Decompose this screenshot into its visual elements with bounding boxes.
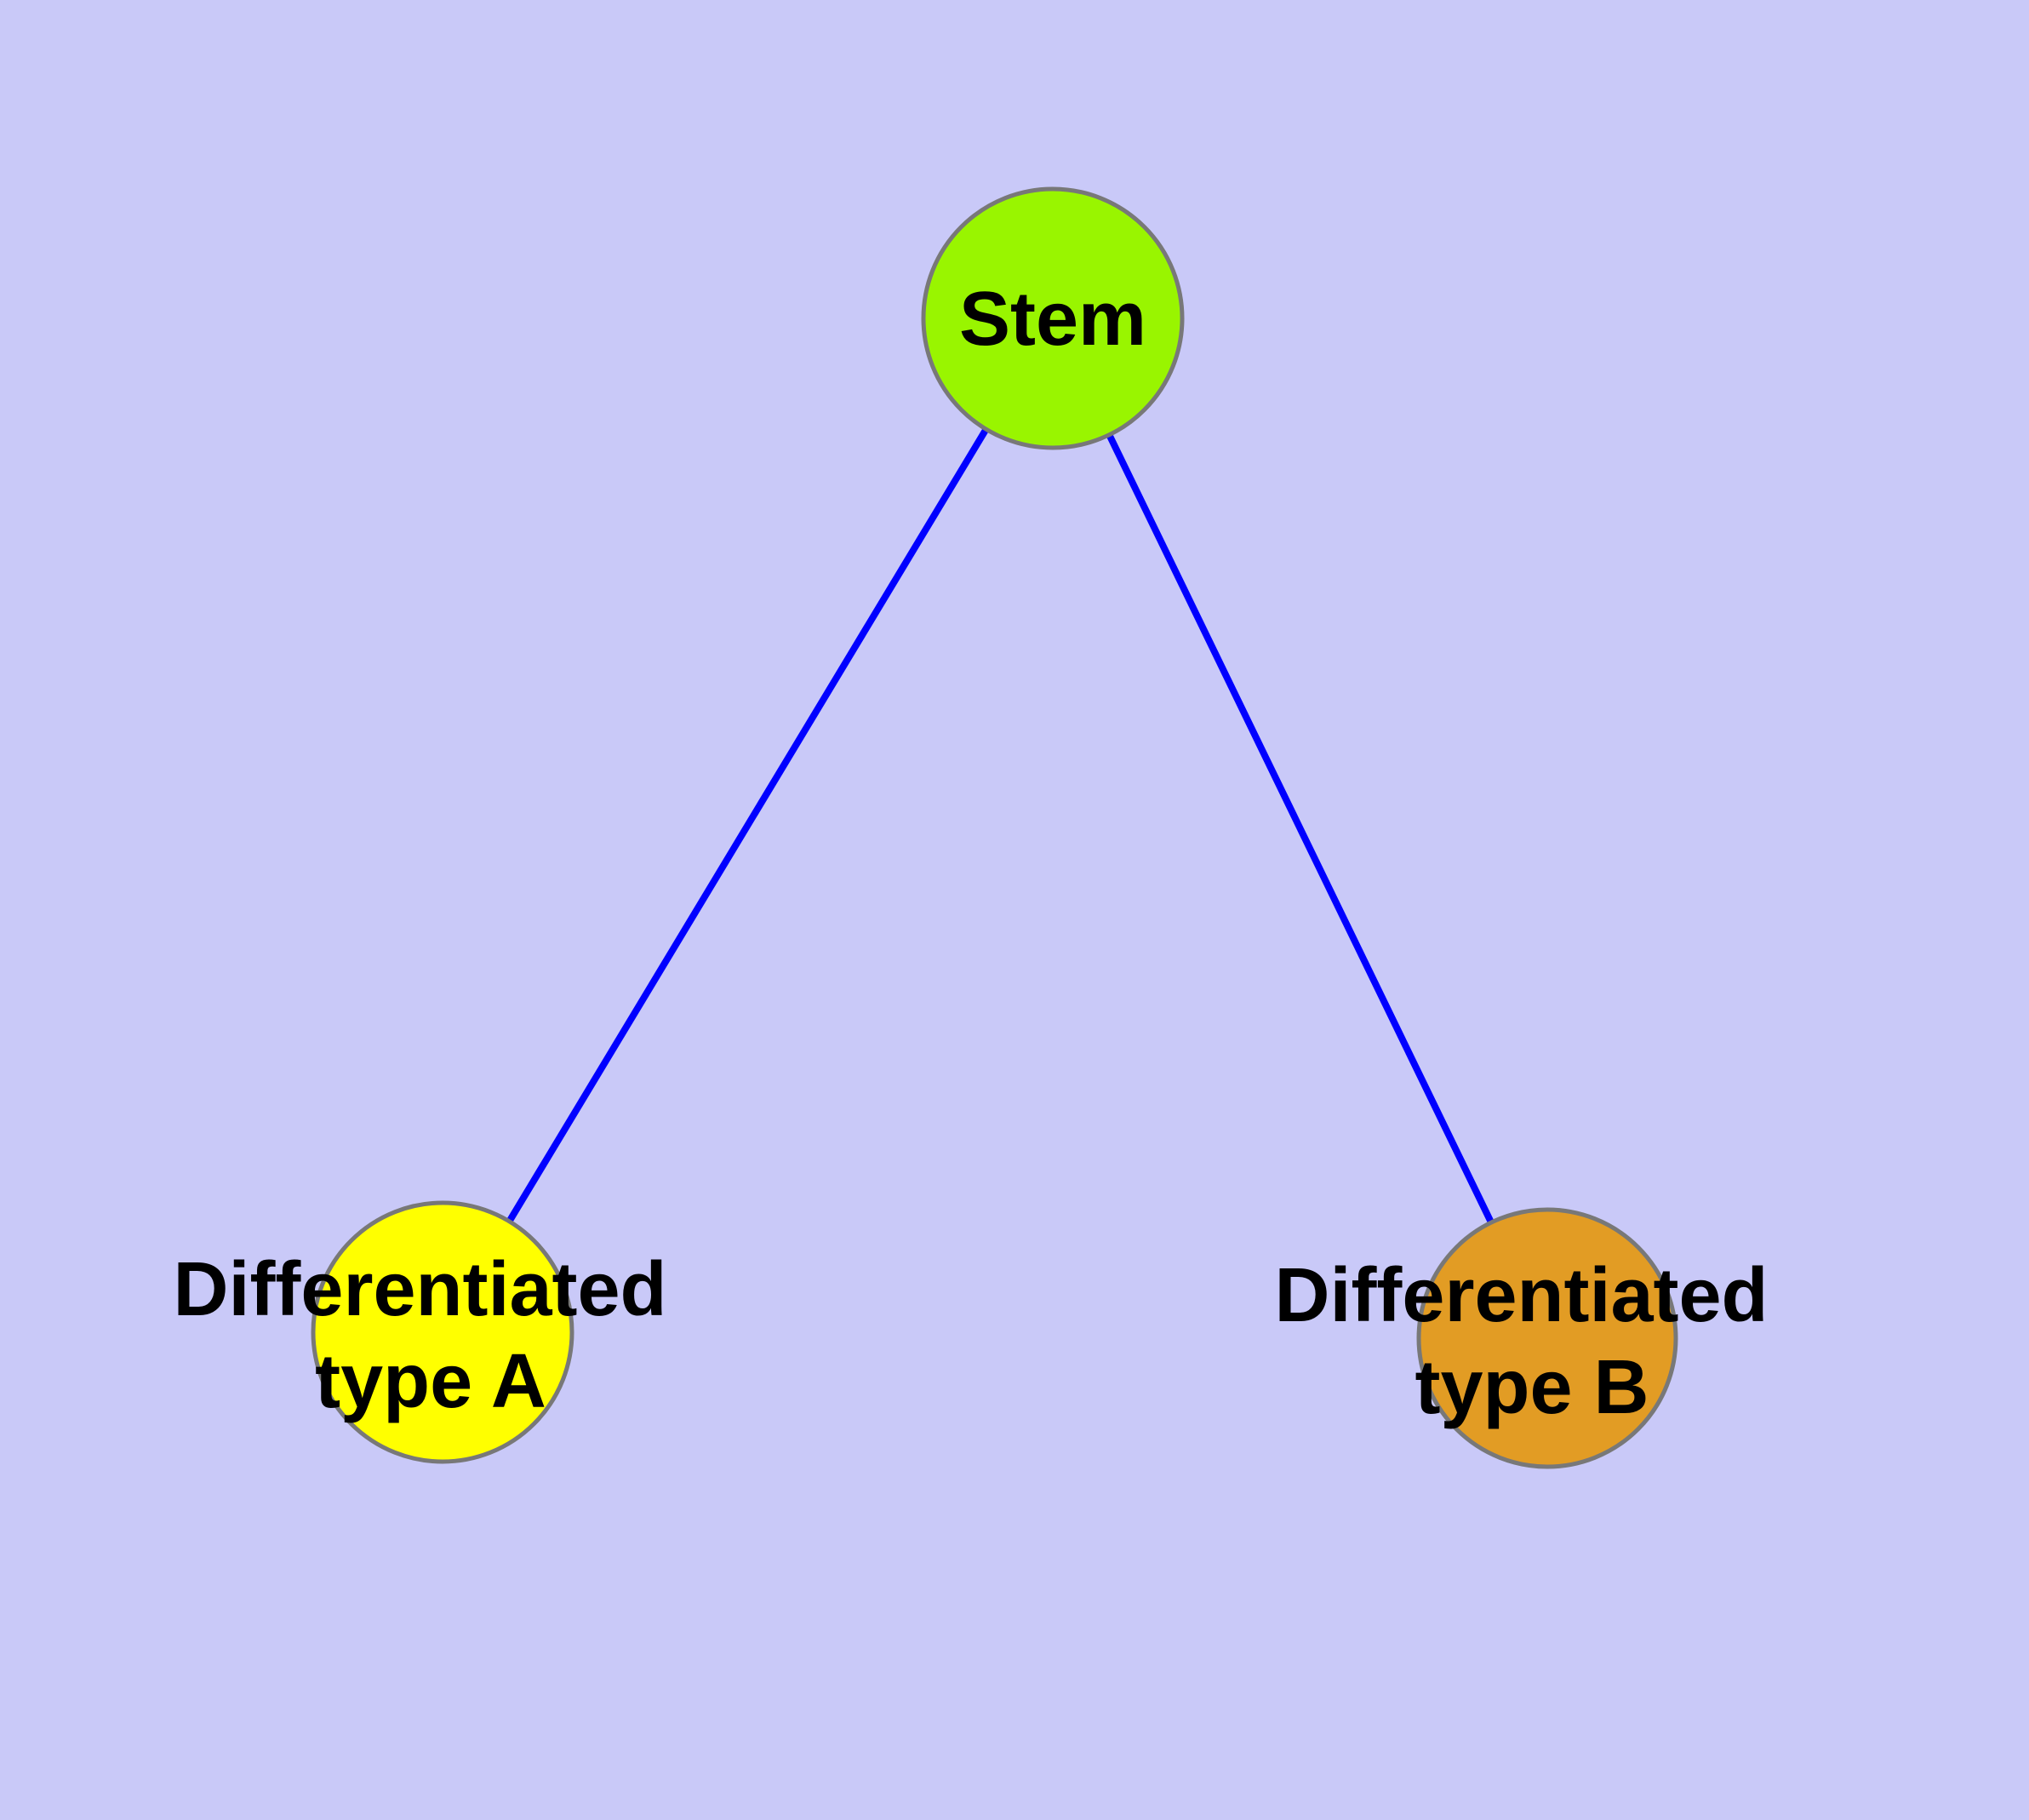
type-a-label-line1: Differentiated <box>173 1247 666 1332</box>
edge-stem-to-type-a <box>439 316 1056 1335</box>
node-stem-label: Stem <box>959 277 1146 362</box>
node-differentiated-type-b <box>1416 1207 1678 1469</box>
type-a-label-line2: type A <box>315 1339 546 1424</box>
node-differentiated-type-a <box>311 1200 574 1464</box>
node-differentiated-type-a-label: Differentiated type A <box>173 1247 688 1424</box>
edge-stem-to-type-b <box>1049 317 1551 1340</box>
type-b-label-line1: Differentiated <box>1274 1253 1768 1338</box>
node-differentiated-type-b-label: Differentiated type B <box>1274 1253 1789 1430</box>
node-stem <box>921 186 1185 450</box>
type-b-label-line2: type B <box>1415 1345 1649 1430</box>
